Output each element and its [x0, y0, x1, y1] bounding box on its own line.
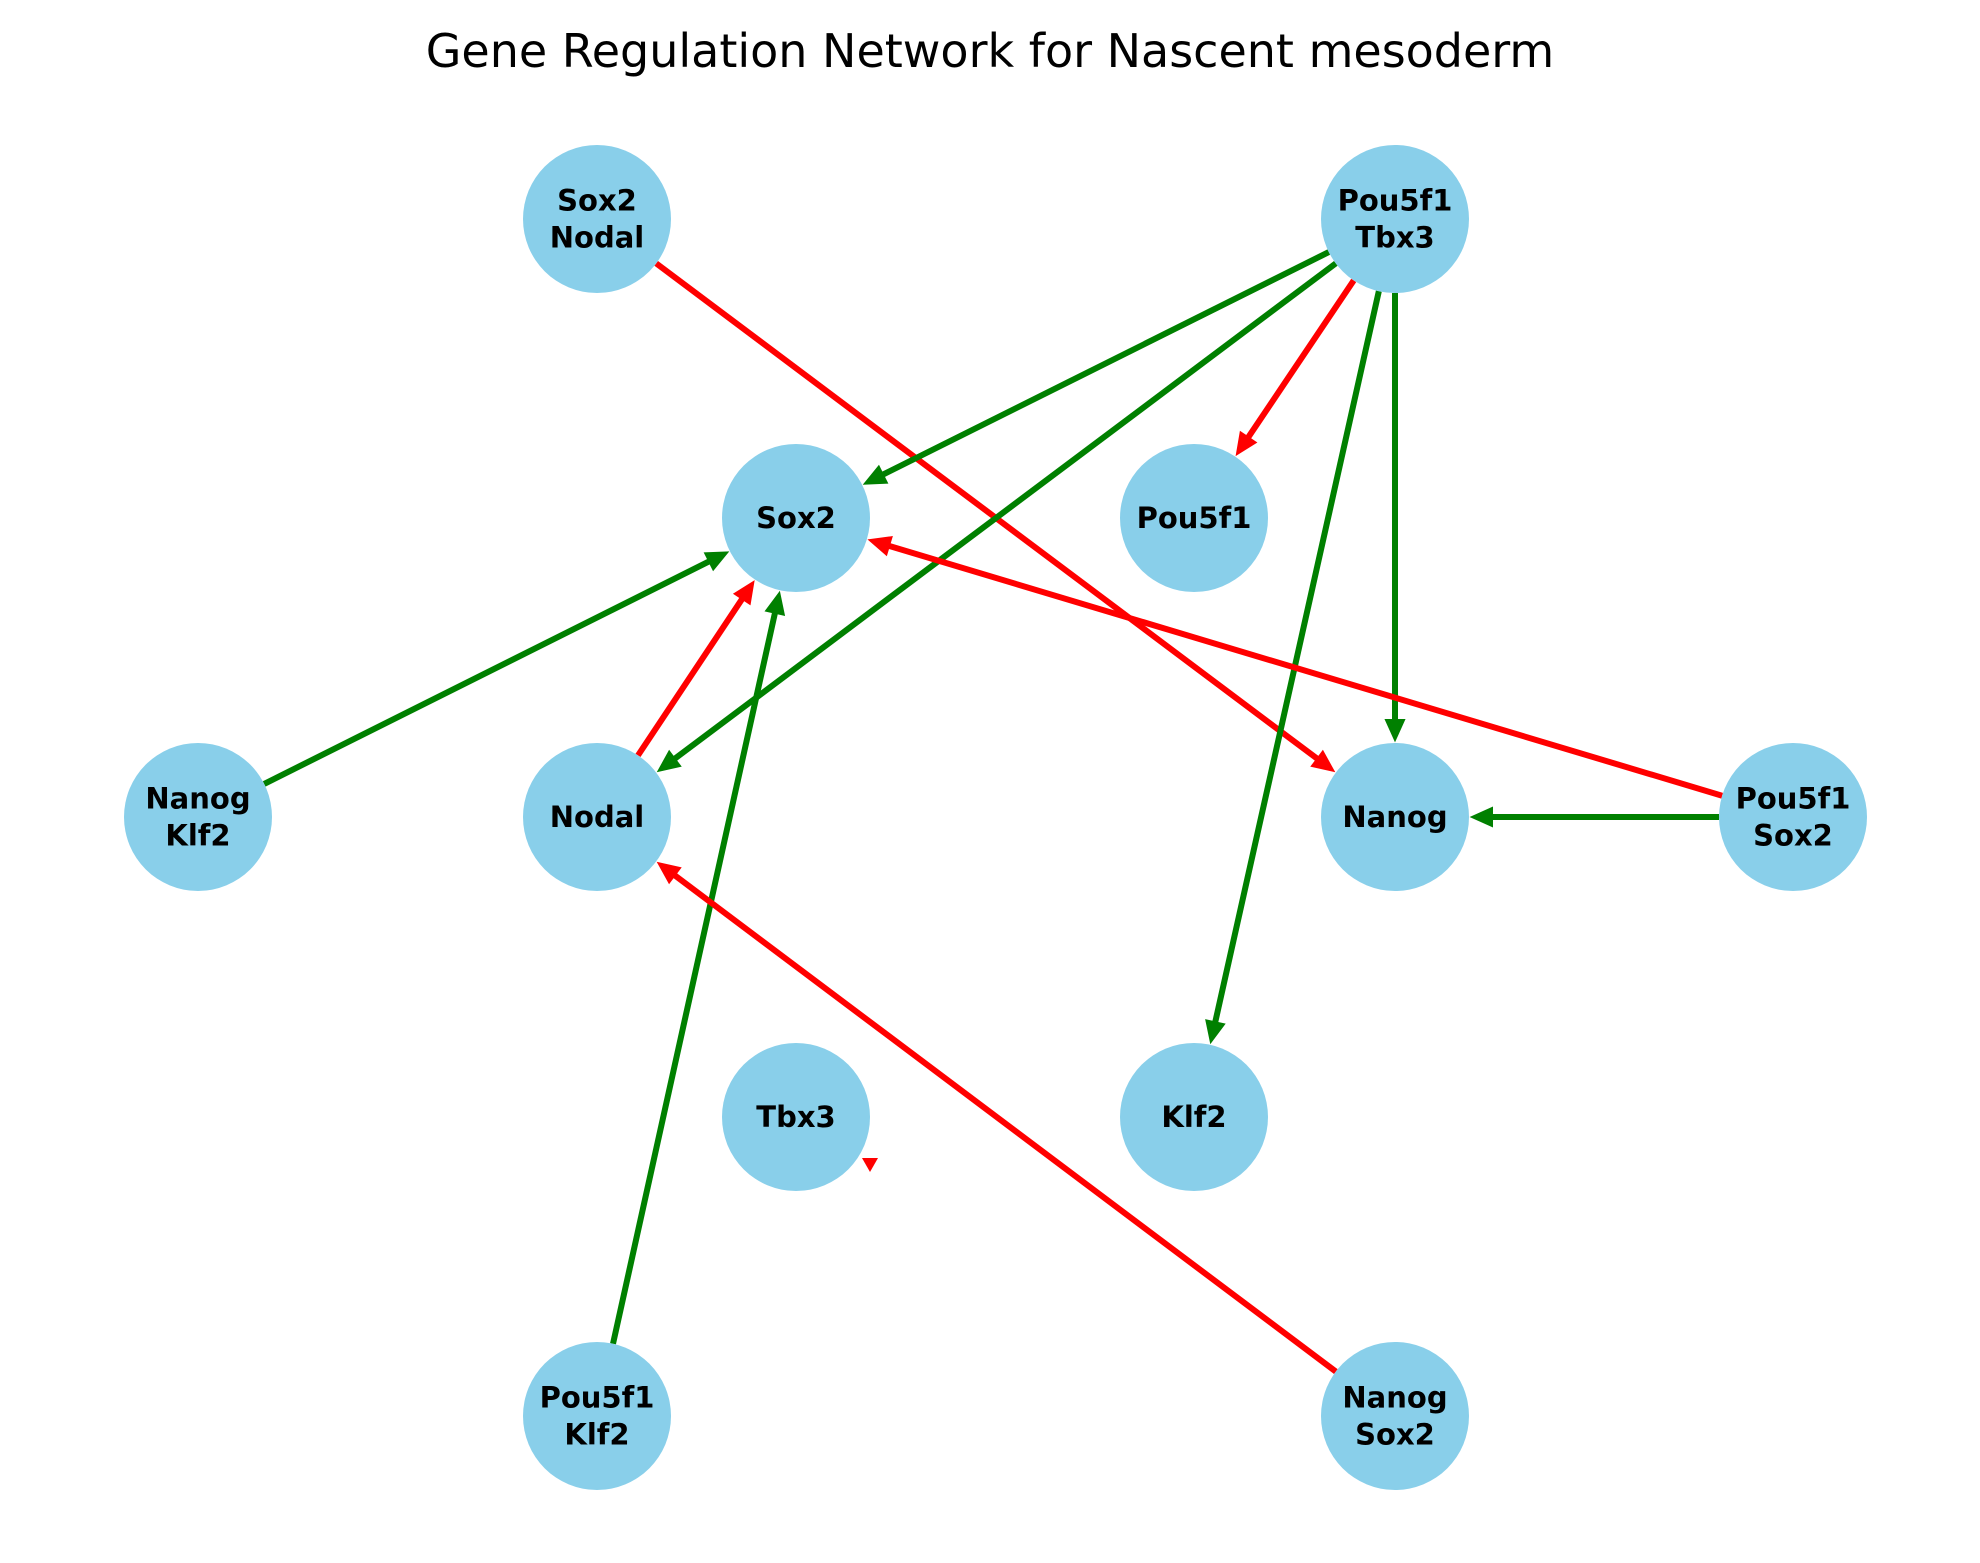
edge-line: [635, 595, 746, 758]
edge-pou5f1_sox2-to-sox2: [867, 536, 1723, 799]
edge-pou5f1_tbx3-to-sox2: [862, 249, 1331, 485]
diagram-title: Gene Regulation Network for Nascent meso…: [426, 24, 1554, 78]
node-label: Nodal: [550, 800, 644, 834]
node-label: Nodal: [550, 221, 644, 255]
edge-arrowhead: [703, 551, 730, 572]
edge-line: [886, 542, 1723, 799]
edge-line: [610, 610, 779, 1345]
node-label: Sox2: [756, 501, 836, 535]
edge-line: [654, 260, 1321, 763]
node-label: Pou5f1: [540, 1381, 655, 1415]
node-label: Klf2: [564, 1418, 629, 1452]
node-circle: [523, 1342, 671, 1490]
edge-line: [1244, 278, 1357, 441]
edge-nodal-to-sox2: [635, 580, 755, 758]
node-circle: [1321, 145, 1469, 293]
node-nodal: Nodal: [523, 743, 671, 891]
edge-arrowhead: [732, 580, 755, 606]
edge-arrowhead: [1384, 719, 1406, 743]
edge-arrowhead: [656, 861, 682, 885]
node-tbx3: Tbx3: [722, 1043, 870, 1191]
node-circle: [722, 444, 870, 592]
edge-arrowhead: [1469, 806, 1493, 828]
node-circle: [1120, 444, 1268, 592]
node-label: Sox2: [1355, 1418, 1435, 1452]
node-label: Nanog: [1342, 1381, 1447, 1415]
edge-line: [671, 871, 1338, 1374]
edge-nanog_sox2-to-nodal: [656, 861, 1338, 1374]
self-loop-arrowhead: [862, 1158, 878, 1172]
node-circle: [1120, 1043, 1268, 1191]
edge-arrowhead: [1310, 749, 1336, 773]
edge-arrowhead: [1235, 430, 1258, 457]
node-label: Pou5f1: [1736, 782, 1851, 816]
node-pou5f1: Pou5f1: [1120, 444, 1268, 592]
node-label: Klf2: [165, 819, 230, 853]
edge-line: [262, 557, 713, 787]
node-label: Klf2: [1161, 1100, 1226, 1134]
edge-nanog_klf2-to-sox2: [262, 551, 730, 787]
edge-sox2_nodal-to-nanog: [654, 260, 1336, 773]
edge-arrowhead: [862, 464, 889, 485]
edge-tbx3-to-tbx3: [862, 1158, 878, 1172]
node-label: Nanog: [145, 782, 250, 816]
node-label: Pou5f1: [1137, 501, 1252, 535]
node-circle: [523, 743, 671, 891]
edge-pou5f1_tbx3-to-pou5f1: [1235, 278, 1357, 457]
edge-pou5f1_tbx3-to-nodal: [656, 260, 1338, 773]
edge-arrowhead: [1205, 1019, 1226, 1045]
node-circle: [1321, 743, 1469, 891]
node-circle: [1321, 1342, 1469, 1490]
node-label: Nanog: [1342, 800, 1447, 834]
edge-arrowhead: [764, 590, 786, 616]
node-label: Sox2: [557, 184, 637, 218]
node-nanog: Nanog: [1321, 743, 1469, 891]
edge-arrowhead: [867, 536, 893, 557]
node-sox2: Sox2: [722, 444, 870, 592]
node-circle: [124, 743, 272, 891]
node-label: Sox2: [1753, 819, 1833, 853]
edge-pou5f1_klf2-to-sox2: [610, 590, 786, 1345]
edges-layer: [262, 249, 1723, 1374]
node-label: Tbx3: [1355, 221, 1434, 255]
node-klf2: Klf2: [1120, 1043, 1268, 1191]
node-label: Pou5f1: [1338, 184, 1453, 218]
edge-line: [1211, 290, 1382, 1025]
edge-line: [879, 249, 1331, 479]
edge-arrowhead: [656, 749, 682, 773]
node-circle: [1719, 743, 1867, 891]
node-circle: [523, 145, 671, 293]
edge-pou5f1_sox2-to-nanog: [1469, 806, 1719, 828]
node-circle: [722, 1043, 870, 1191]
node-label: Tbx3: [756, 1100, 835, 1134]
edge-pou5f1_tbx3-to-nanog: [1384, 293, 1406, 743]
edge-pou5f1_tbx3-to-klf2: [1205, 290, 1382, 1045]
edge-line: [671, 260, 1338, 763]
